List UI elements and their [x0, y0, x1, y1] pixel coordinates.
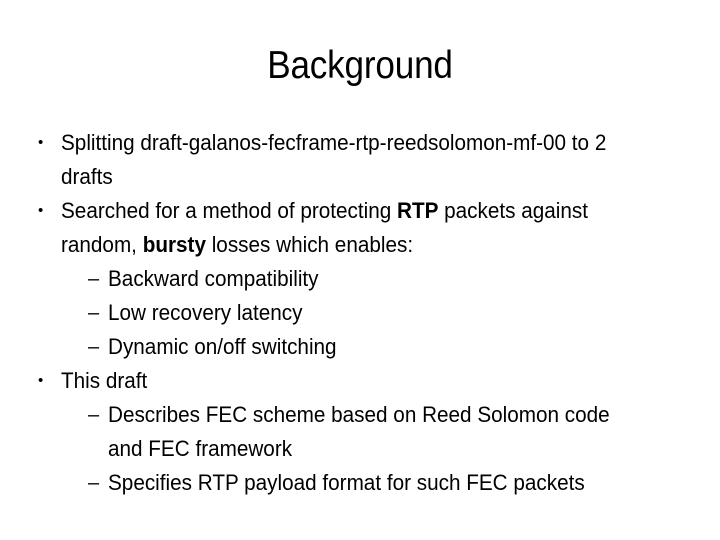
- slide-body-content: • Splitting draft-galanos-fecframe-rtp-re…: [30, 126, 690, 500]
- bullet-dot-icon: •: [38, 372, 44, 389]
- bullet-text: Searched for a method of protecting RTP …: [61, 198, 589, 257]
- bullet-dash-icon: –: [88, 268, 100, 290]
- bullet-dot-icon: •: [38, 134, 44, 151]
- bullet-text: Dynamic on/off switching: [108, 334, 337, 359]
- bullet-text: Backward compatibility: [108, 266, 319, 291]
- bullet-dash-icon: –: [88, 302, 100, 324]
- bullet-item-level-2: –Specifies RTP payload format for such F…: [30, 466, 690, 500]
- bullet-text: Specifies RTP payload format for such FE…: [108, 470, 585, 495]
- bullet-item-level-1: • Splitting draft-galanos-fecframe-rtp-re…: [30, 126, 690, 194]
- bullet-text: Describes FEC scheme based on Reed Solom…: [108, 402, 610, 461]
- bullet-item-level-1: • This draft: [30, 364, 690, 398]
- bullet-item-level-2: –Backward compatibility: [30, 262, 690, 296]
- bullet-text: Splitting draft-galanos-fecframe-rtp-ree…: [61, 130, 607, 189]
- bullet-item-level-2: –Dynamic on/off switching: [30, 330, 690, 364]
- bullet-dot-icon: •: [38, 202, 44, 219]
- bullet-dash-icon: –: [88, 404, 100, 426]
- bullet-item-level-2: –Describes FEC scheme based on Reed Solo…: [30, 398, 690, 466]
- bullet-text: Low recovery latency: [108, 300, 303, 325]
- bullet-text: This draft: [61, 368, 148, 393]
- bullet-item-level-1: • Searched for a method of protecting RTP…: [30, 194, 690, 262]
- bullet-dash-icon: –: [88, 336, 100, 358]
- bullet-item-level-2: –Low recovery latency: [30, 296, 690, 330]
- page-title: Background: [267, 44, 453, 87]
- bullet-dash-icon: –: [88, 472, 100, 494]
